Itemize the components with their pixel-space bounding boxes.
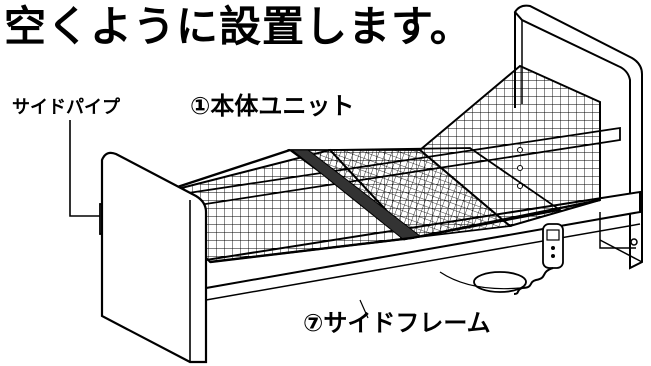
- main-unit-label: ①本体ユニット: [190, 92, 355, 120]
- side-frame-label: ⑦サイドフレーム: [303, 309, 491, 337]
- instruction-heading: 空くように設置します。: [4, 2, 473, 51]
- headboard: [513, 4, 643, 270]
- hand-controller: [513, 223, 564, 295]
- mesh-deck: [148, 64, 601, 264]
- footboard: [100, 151, 208, 364]
- leader-lines: [69, 120, 369, 319]
- side-pipe-label: サイドパイプ: [12, 97, 120, 118]
